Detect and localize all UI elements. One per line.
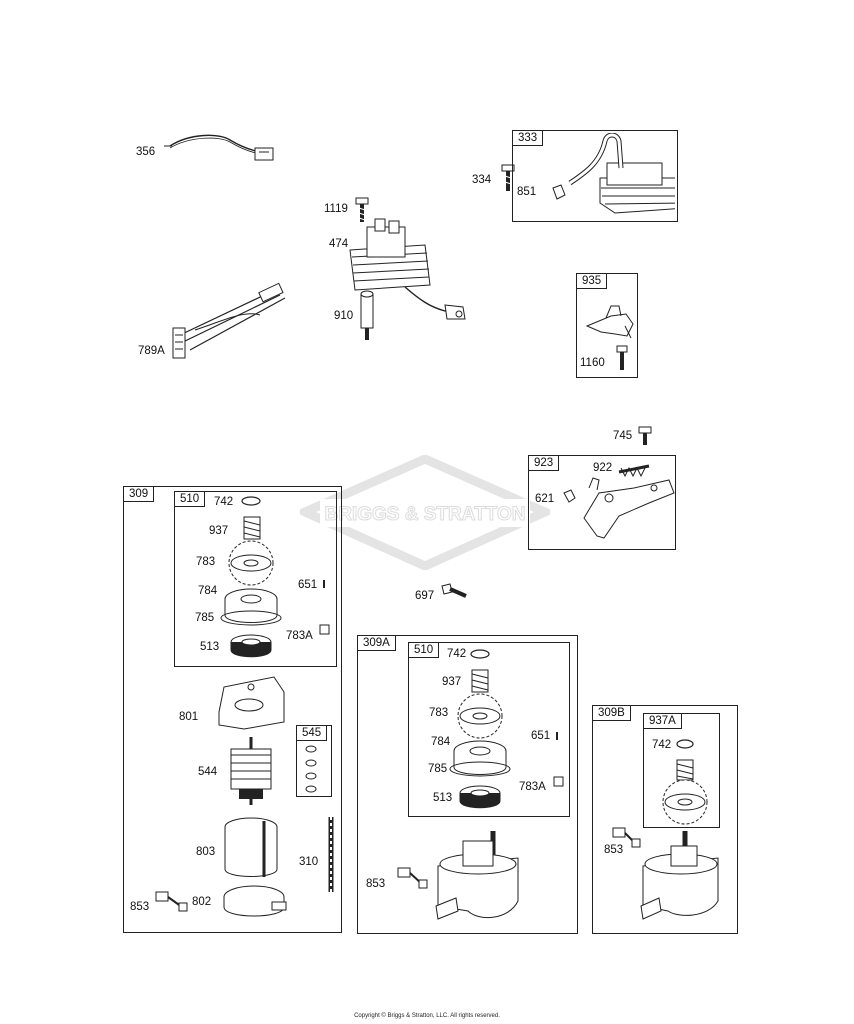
drive-kit-box-510-left: 510 <box>174 491 337 667</box>
part-label-621: 621 <box>535 493 555 505</box>
part-label-784-309: 784 <box>198 585 218 597</box>
kit-box-923: 923 <box>528 455 676 550</box>
wire-harness-789A-illustration <box>172 282 286 359</box>
kit-box-935: 935 <box>576 273 638 378</box>
starter-309-parts-illustration <box>155 496 334 917</box>
part-label-853-309A: 853 <box>366 878 386 890</box>
kit-box-333-tag: 333 <box>512 130 544 146</box>
part-label-851: 851 <box>517 186 537 198</box>
screw-745-illustration <box>638 426 652 445</box>
part-label-1160: 1160 <box>580 357 605 369</box>
kit-box-923-tag: 923 <box>528 455 560 471</box>
screw-334-illustration <box>501 164 515 191</box>
part-label-513-309A: 513 <box>433 792 453 804</box>
part-label-356: 356 <box>136 146 156 158</box>
bracket-935-illustration <box>585 305 634 370</box>
ignition-coil-333-illustration <box>552 133 675 214</box>
part-label-783A-309A: 783A <box>519 781 546 793</box>
part-label-1119: 1119 <box>324 203 348 215</box>
briggs-stratton-watermark-logo: BRIGGS & STRATTON <box>300 455 550 570</box>
brush-kit-box-545-tag: 545 <box>296 725 328 741</box>
drive-kit-box-937A: 937A <box>643 713 720 828</box>
ignition-coil-474-illustration <box>349 218 466 320</box>
starter-kit-box-309A: 309A <box>357 635 578 934</box>
spacer-910-illustration <box>360 290 374 340</box>
part-label-742-309: 742 <box>214 496 234 508</box>
starter-kit-box-309: 309 <box>123 486 342 933</box>
part-label-783-309: 783 <box>196 556 216 568</box>
part-label-651-309: 651 <box>298 579 318 591</box>
drive-kit-box-510-left-tag: 510 <box>174 491 206 507</box>
part-label-783A-309: 783A <box>286 630 313 642</box>
starter-309A-parts-illustration <box>397 649 564 920</box>
part-label-513-309: 513 <box>200 641 220 653</box>
kit-box-935-tag: 935 <box>576 273 608 289</box>
part-label-697: 697 <box>415 590 435 602</box>
part-label-922: 922 <box>593 462 613 474</box>
part-label-745: 745 <box>613 430 633 442</box>
kit-box-333: 333 <box>512 130 678 222</box>
starter-kit-box-309B: 309B <box>592 705 738 934</box>
part-label-544: 544 <box>198 766 218 778</box>
part-label-853-309B: 853 <box>604 844 624 856</box>
part-label-853-309: 853 <box>130 901 150 913</box>
wire-harness-356-illustration <box>164 134 274 161</box>
part-label-789A: 789A <box>138 345 165 357</box>
part-label-784-309A: 784 <box>431 736 451 748</box>
starter-kit-box-309A-tag: 309A <box>357 635 396 651</box>
drive-kit-box-937A-tag: 937A <box>643 713 682 729</box>
part-label-474: 474 <box>329 238 349 250</box>
part-label-785-309: 785 <box>195 612 215 624</box>
part-label-334: 334 <box>472 174 492 186</box>
brush-kit-box-545: 545 <box>296 725 332 797</box>
part-label-783-309A: 783 <box>429 707 449 719</box>
part-label-937-309: 937 <box>209 525 229 537</box>
part-label-802: 802 <box>192 896 212 908</box>
screw-697-illustration <box>441 583 467 598</box>
part-label-742-309A: 742 <box>447 648 467 660</box>
part-label-803: 803 <box>196 846 216 858</box>
copyright-notice: Copyright © Briggs & Stratton, LLC. All … <box>354 1013 500 1019</box>
part-label-742-309B: 742 <box>652 739 672 751</box>
part-label-801: 801 <box>179 711 199 723</box>
watermark-text: BRIGGS & STRATTON <box>325 504 526 525</box>
part-label-651-309A: 651 <box>531 730 551 742</box>
starter-kit-box-309-tag: 309 <box>123 486 155 502</box>
drive-kit-box-510-right: 510 <box>408 642 570 817</box>
starter-309B-parts-illustration <box>612 739 719 920</box>
part-label-937-309A: 937 <box>442 676 462 688</box>
part-label-910: 910 <box>334 310 354 322</box>
part-label-310: 310 <box>299 856 319 868</box>
screw-1119-illustration <box>355 197 369 222</box>
part-label-785-309A: 785 <box>428 763 448 775</box>
drive-kit-box-510-right-tag: 510 <box>408 642 440 658</box>
starter-kit-box-309B-tag: 309B <box>592 705 631 721</box>
governor-linkage-923-illustration <box>563 464 675 539</box>
